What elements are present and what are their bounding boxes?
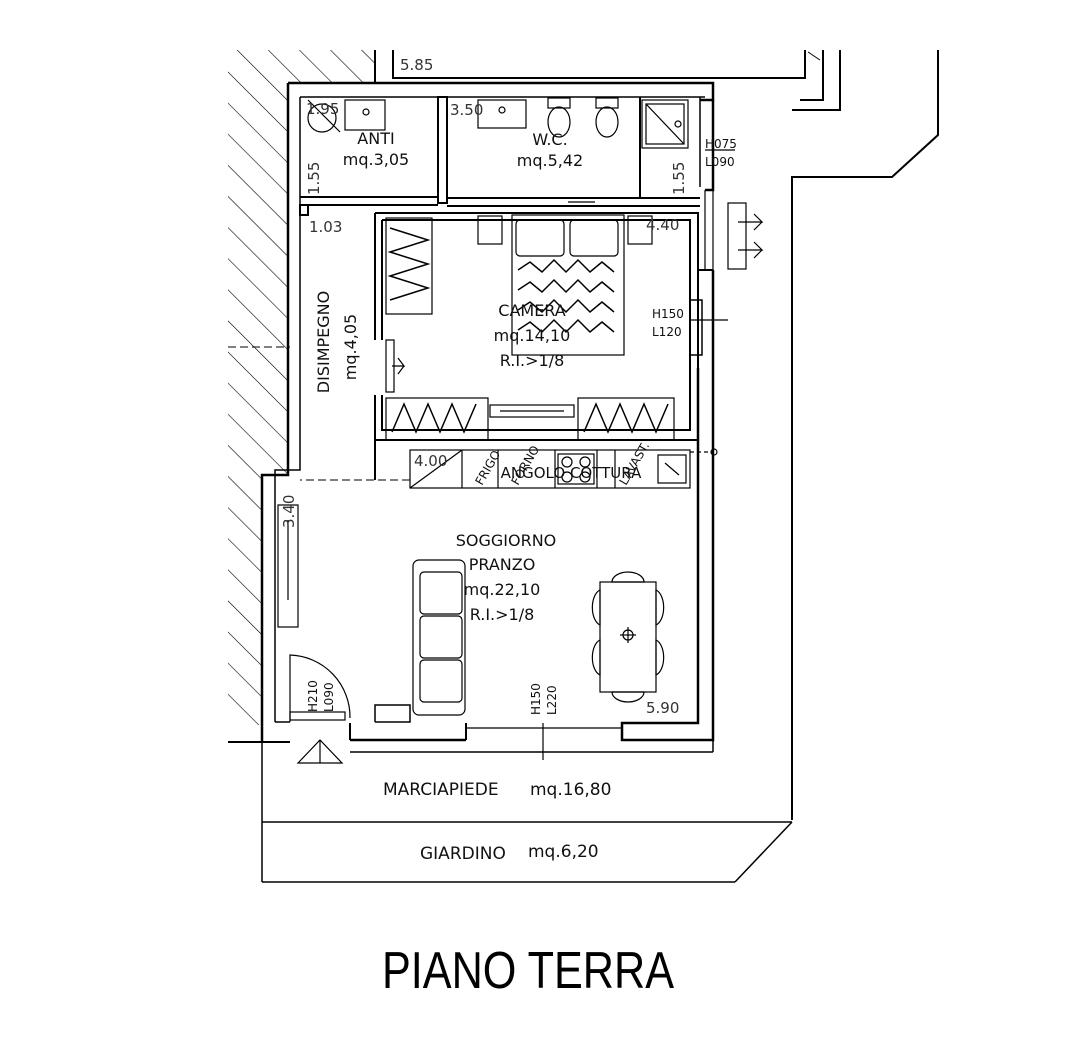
hatched-boundary-area [228,50,375,725]
camera-window-height: H150 [652,307,684,321]
room-name-camera: CAMERA [498,301,566,320]
room-area-disimpegno: mq.4,05 [341,314,360,380]
room-ratio-soggiorno: R.I.>1/8 [470,605,535,624]
room-name-disimpegno: DISIMPEGNO [314,291,333,393]
area-name-marciapiede: MARCIAPIEDE [383,780,499,800]
area-size-giardino: mq.6,20 [528,842,599,862]
room-name-wc: W.C. [532,130,567,149]
wc-fixtures [477,97,689,149]
bedroom-door-arrow [385,339,406,393]
bed [477,214,653,356]
interior-partitions [299,96,703,481]
dining-table [591,571,665,703]
dimension-1-55-anti: 1.55 [305,162,323,195]
dimension-3-40: 3.40 [280,495,298,528]
page-title: PIANO TERRA [382,942,674,1000]
kitchen-counter [409,448,718,489]
room-name-anti: ANTI [357,129,394,148]
camera-window-width: L120 [652,325,682,339]
dimension-1-03: 1.03 [309,218,342,236]
exterior-areas [261,740,793,883]
wardrobes [385,217,675,441]
dimension-1-55-wc: 1.55 [670,162,688,195]
room-area-wc: mq.5,42 [517,151,583,170]
dimension-4-40: 4.40 [646,216,679,234]
area-size-marciapiede: mq.16,80 [530,780,611,800]
front-window-height: H150 [529,683,543,715]
wc-window [568,149,735,270]
dimension-3-50: 3.50 [450,101,483,119]
door-width: L090 [322,682,336,712]
room-ratio-camera: R.I.>1/8 [500,351,565,370]
dimension-5-85: 5.85 [400,56,433,74]
exterior-walls [228,81,715,743]
room-name-pranzo: PRANZO [469,555,536,574]
dimension-5-90: 5.90 [646,699,679,717]
door-height: H210 [306,680,320,712]
living-window-left [277,504,299,628]
entrance-door [289,654,351,764]
room-area-camera: mq.14,10 [494,326,571,345]
room-area-anti: mq.3,05 [343,150,409,169]
room-area-soggiorno: mq.22,10 [464,580,541,599]
upper-neighbour-outline [374,50,939,820]
area-name-giardino: GIARDINO [420,844,506,864]
wc-window-height: H075 [705,137,737,151]
dimension-4-00: 4.00 [414,452,447,470]
side-window-arrows [727,202,764,270]
kitchen-label-frigo: FRIGO [472,448,503,488]
front-window-marker [466,723,622,760]
front-window-width: L220 [545,685,559,715]
room-name-soggiorno: SOGGIORNO [456,531,557,550]
sofa [412,559,466,716]
dimension-1-95: 1.95 [306,100,339,118]
anti-fixtures [307,99,386,133]
wc-window-width: L090 [705,155,735,169]
room-name-angolo-cottura: ANGOLO COTTURA [501,464,642,482]
